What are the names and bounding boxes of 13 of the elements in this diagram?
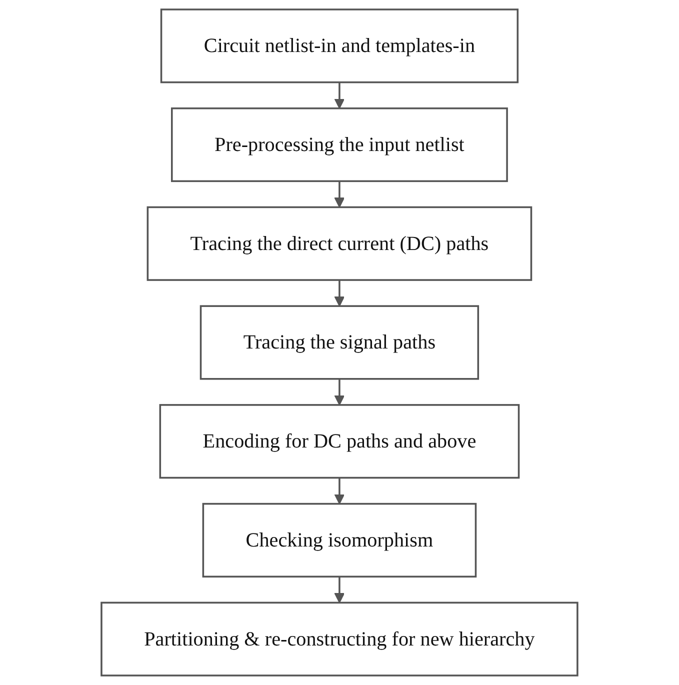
process-box: Tracing the signal paths	[200, 305, 480, 380]
arrow	[334, 181, 345, 208]
process-box: Checking isomorphism	[202, 502, 477, 578]
arrow	[334, 280, 345, 307]
process-box: Partitioning & re-constructing for new hierarchy	[100, 602, 578, 676]
process-box: Circuit netlist-in and templates-in	[160, 8, 519, 84]
process-box: Encoding for DC paths and above	[159, 404, 520, 479]
process-box: Tracing the direct current (DC) paths	[146, 206, 532, 281]
arrow	[334, 82, 345, 109]
process-box: Pre-processing the input netlist	[171, 107, 508, 182]
arrow	[334, 378, 345, 406]
arrow	[334, 576, 345, 604]
arrow	[334, 478, 345, 504]
